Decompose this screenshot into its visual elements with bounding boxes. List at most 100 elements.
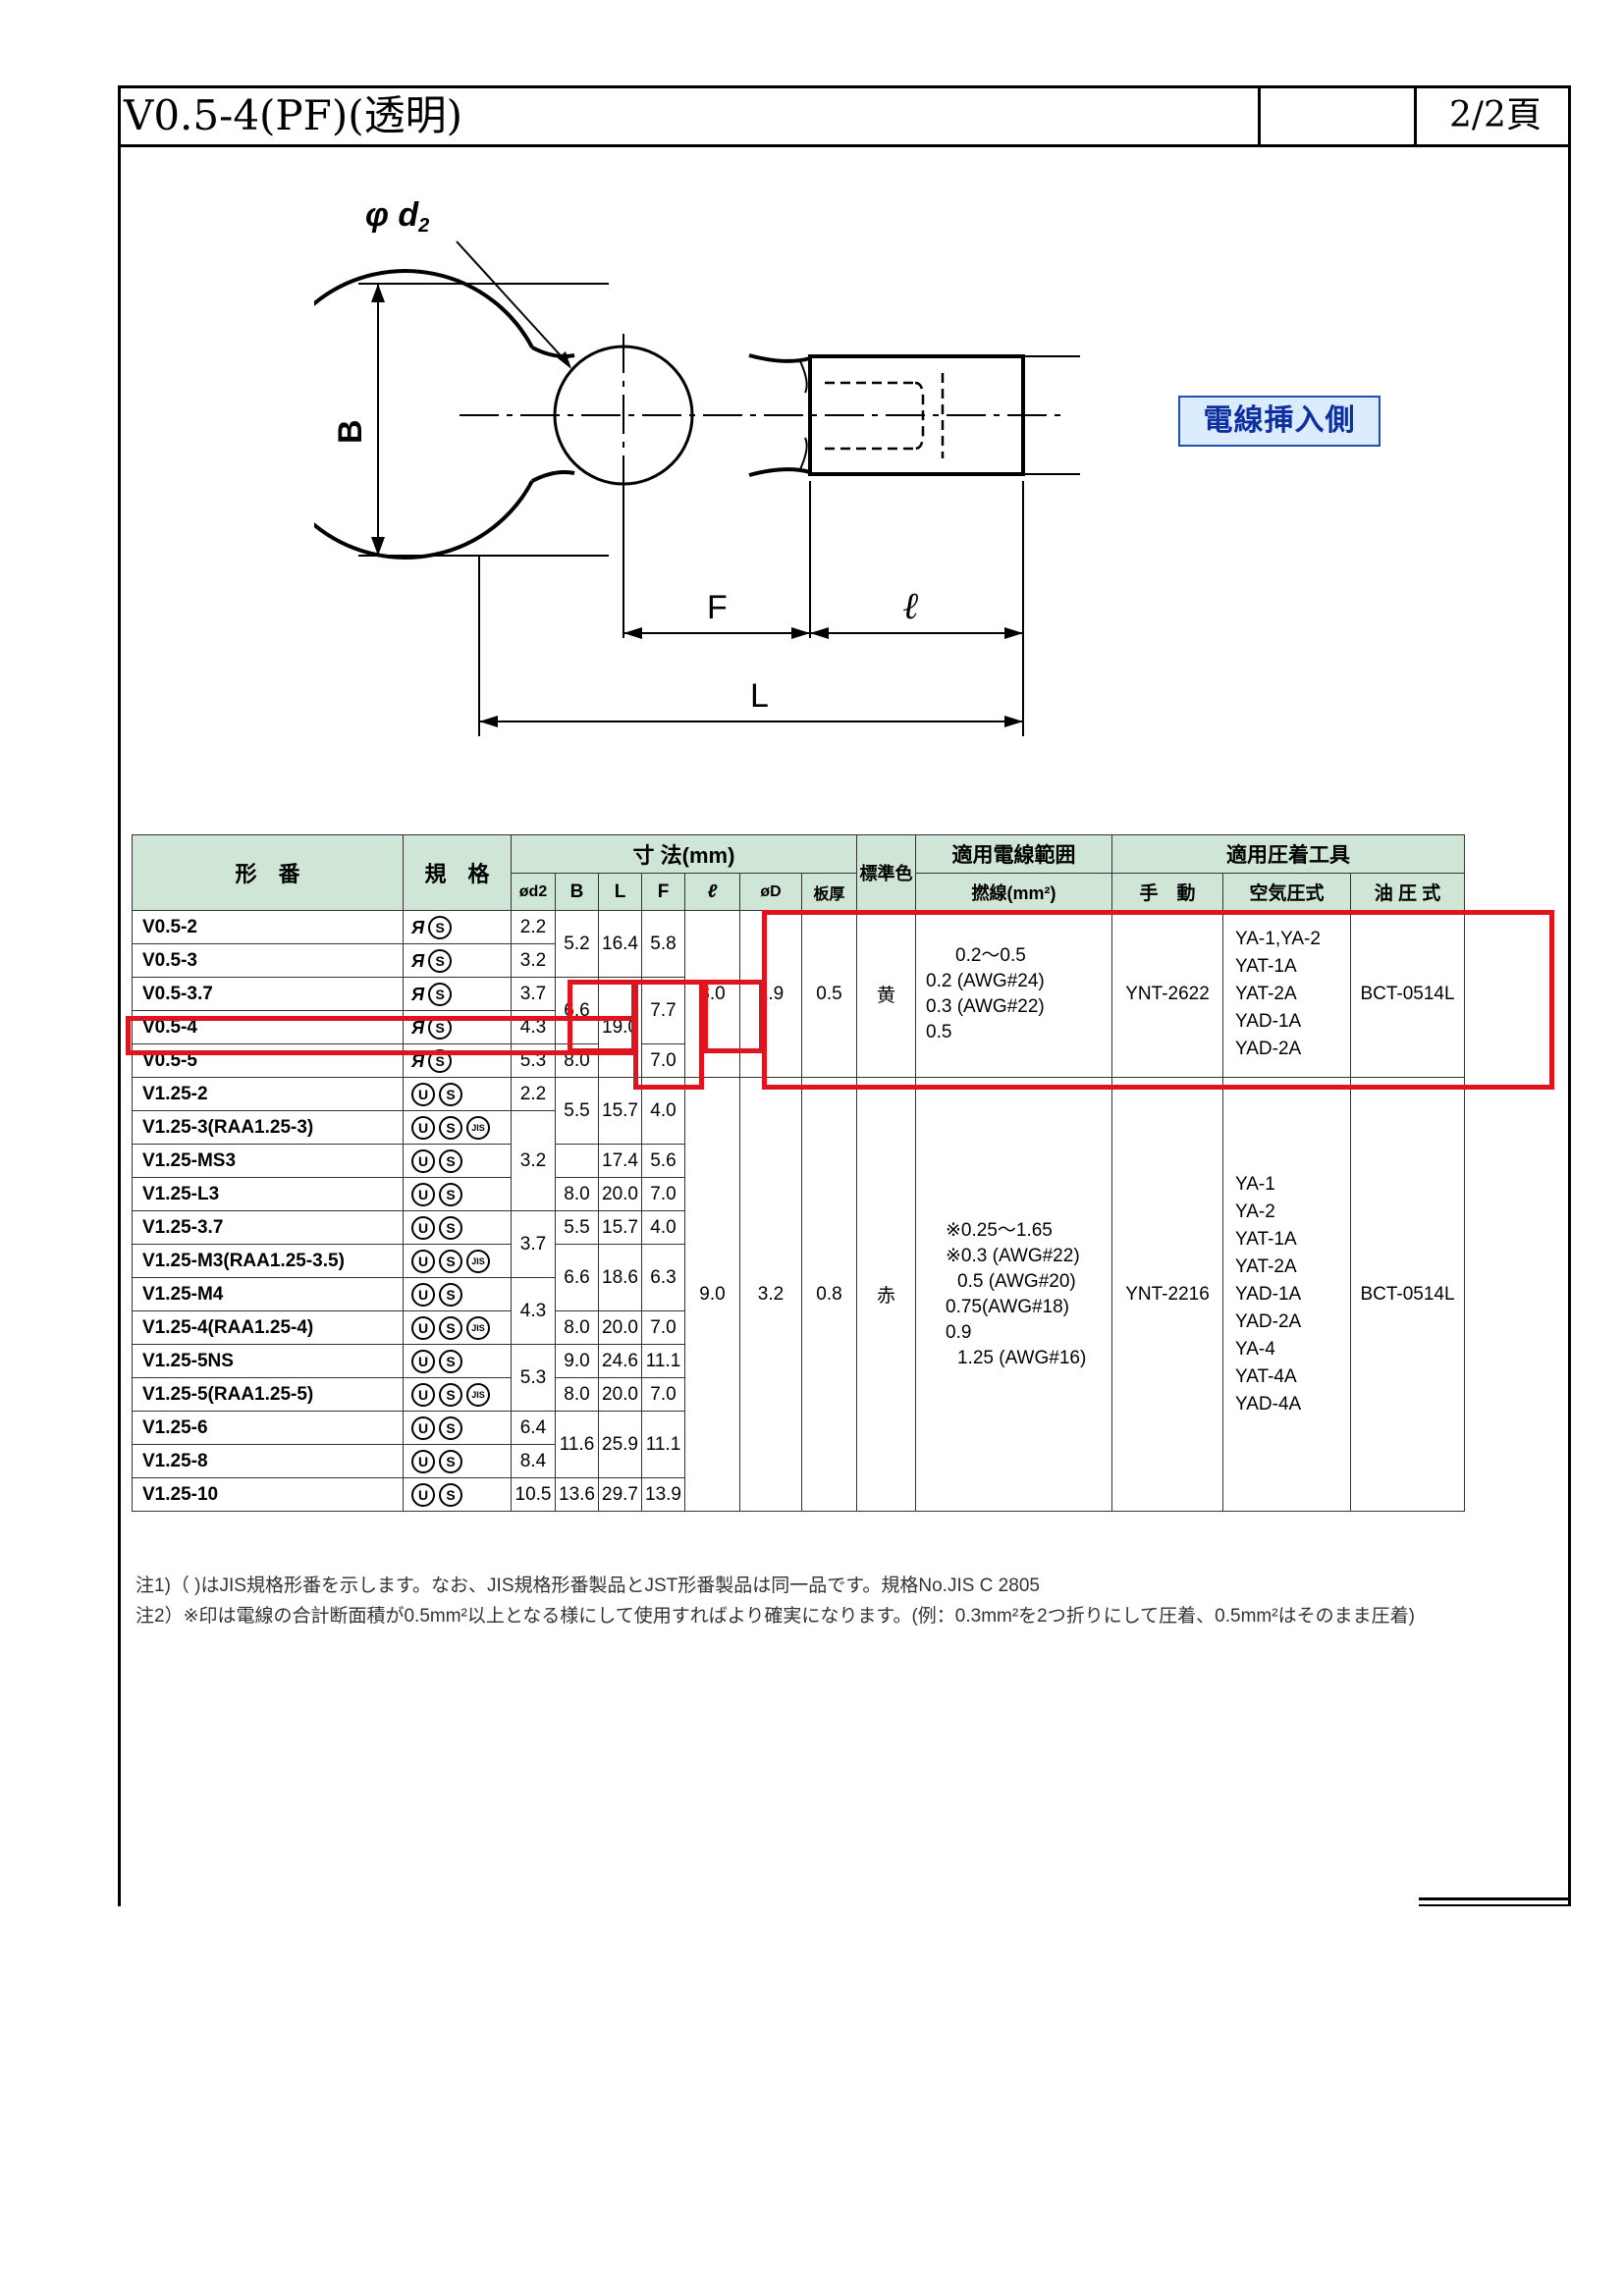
b-cell — [555, 1144, 599, 1178]
model-cell: V1.25-4(RAA1.25-4) — [132, 1310, 404, 1345]
ul-mark-icon: U — [411, 1082, 435, 1106]
l-cell: 17.4 — [598, 1144, 642, 1178]
tool-line: YAT-1A — [1235, 1228, 1297, 1250]
model-cell: V0.5-2 — [132, 910, 404, 944]
sf-mark-icon: S — [439, 1082, 462, 1106]
wire-insertion-side-badge: 電線挿入側 — [1178, 396, 1380, 447]
ru-mark-icon: Я — [411, 1050, 425, 1071]
tool-line: YAD-2A — [1235, 1038, 1302, 1059]
tool-line: YA-2 — [1235, 1201, 1275, 1222]
model-cell: V0.5-4 — [132, 1010, 404, 1044]
sf-mark-icon: S — [428, 915, 453, 939]
thickness-cell: 0.8 — [801, 1077, 857, 1512]
sf-mark-icon: S — [439, 1182, 462, 1206]
l-cell: 24.6 — [598, 1344, 642, 1378]
sf-mark-icon: S — [439, 1215, 462, 1240]
header-phi-d: øD — [739, 873, 802, 911]
f-cell: 6.3 — [641, 1244, 685, 1311]
d2-cell: 2.2 — [511, 910, 556, 944]
model-cell: V1.25-5(RAA1.25-5) — [132, 1377, 404, 1412]
note-1: 注1)（ )はJIS規格形番を示します。なお、JIS規格形番製品とJST形番製品… — [135, 1575, 1040, 1596]
ul-mark-icon: U — [411, 1182, 435, 1206]
b-cell: 5.5 — [555, 1210, 599, 1245]
tool-line: YAD-1A — [1235, 1283, 1302, 1305]
tool-line: YAD-4A — [1235, 1393, 1302, 1415]
f-cell: 7.0 — [641, 1377, 685, 1412]
d2-cell: 3.7 — [511, 1210, 556, 1278]
footnotes: 注1)（ )はJIS規格形番を示します。なお、JIS規格形番製品とJST形番製品… — [135, 1571, 1415, 1631]
dim-label-l: L — [750, 677, 769, 715]
header-dimensions: 寸 法(mm) — [511, 834, 857, 874]
l-small-cell: 9.0 — [684, 1077, 740, 1512]
f-cell: 11.1 — [641, 1411, 685, 1478]
model-cell: V1.25-M4 — [132, 1277, 404, 1311]
tool-line: YAT-1A — [1235, 955, 1297, 977]
b-cell: 5.5 — [555, 1077, 599, 1145]
f-cell: 7.0 — [641, 1043, 685, 1078]
range-line: 0.75(AWG#18) — [946, 1296, 1070, 1317]
page-frame — [118, 85, 1571, 1906]
f-cell: 4.0 — [641, 1210, 685, 1245]
jis-mark-icon: JIS — [466, 1382, 490, 1407]
tool-line: YAD-2A — [1235, 1310, 1302, 1332]
tool-line: YAD-1A — [1235, 1010, 1302, 1032]
header-phi-d2: ød2 — [511, 873, 556, 911]
ul-mark-icon: U — [411, 1115, 435, 1140]
sf-mark-icon: S — [439, 1349, 462, 1373]
manual-tool-cell: YNT-2216 — [1111, 1077, 1223, 1512]
d2-cell: 8.4 — [511, 1444, 556, 1478]
b-cell: 13.6 — [555, 1477, 599, 1512]
d2-cell: 3.7 — [511, 977, 556, 1011]
highlight-spec-block — [762, 910, 1554, 1090]
hydraulic-tool-cell: BCT-0514L — [1350, 1077, 1465, 1512]
l-cell: 25.9 — [598, 1411, 642, 1478]
f-cell: 11.1 — [641, 1344, 685, 1378]
range-line: 0.2～0.5 — [955, 944, 1026, 966]
range-line: 0.9 — [946, 1321, 972, 1343]
f-cell: 5.8 — [641, 910, 685, 978]
jis-mark-icon: JIS — [466, 1315, 490, 1340]
wire-range-cell: 0.2～0.5 0.2 (AWG#24) 0.3 (AWG#22) 0.5 — [915, 910, 1112, 1078]
l-cell: 18.6 — [598, 1244, 642, 1311]
hydraulic-tool-cell: BCT-0514L — [1350, 910, 1465, 1078]
range-line: 0.2 (AWG#24) — [926, 970, 1045, 991]
header-thickness: 板厚 — [801, 873, 857, 911]
dim-label-b: B — [332, 419, 369, 444]
model-cell: V1.25-M3(RAA1.25-3.5) — [132, 1244, 404, 1278]
model-cell: V0.5-3 — [132, 943, 404, 978]
d2-cell: 10.5 — [511, 1477, 556, 1512]
b-cell: 6.6 — [555, 1244, 599, 1311]
header-wire-range: 適用電線範囲 — [915, 834, 1112, 874]
b-cell: 8.0 — [555, 1177, 599, 1211]
jis-mark-icon: JIS — [466, 1115, 490, 1140]
d2-cell: 3.2 — [511, 1110, 556, 1211]
header-crimp-tools: 適用圧着工具 — [1111, 834, 1465, 874]
ul-mark-icon: U — [411, 1415, 435, 1440]
sf-mark-icon: S — [439, 1115, 462, 1140]
spec-table: 形 番 規 格 寸 法(mm) 標準色 適用電線範囲 適用圧着工具 ød2 B … — [132, 834, 1465, 1512]
terminal-drawing: B φ d2 φ D F ℓ L — [314, 196, 1080, 736]
sf-mark-icon: S — [439, 1449, 462, 1473]
thickness-cell: 0.5 — [801, 910, 857, 1078]
range-line: 0.3 (AWG#22) — [926, 995, 1045, 1017]
l-cell: 15.7 — [598, 1210, 642, 1245]
range-line: 0.5 (AWG#20) — [957, 1270, 1076, 1292]
range-line: ※0.3 (AWG#22) — [946, 1245, 1080, 1266]
f-cell: 7.0 — [641, 1177, 685, 1211]
model-cell: V1.25-MS3 — [132, 1144, 404, 1178]
model-cell: V1.25-2 — [132, 1077, 404, 1111]
ul-mark-icon: U — [411, 1482, 435, 1507]
sf-mark-icon: S — [439, 1282, 462, 1307]
page-number: 2/2頁 — [1449, 95, 1542, 135]
manual-tool-cell: YNT-2622 — [1111, 910, 1223, 1078]
dim-label-phi-d2: φ d — [365, 196, 419, 234]
header-l: L — [598, 873, 642, 911]
tool-line: YAT-2A — [1235, 1255, 1297, 1277]
